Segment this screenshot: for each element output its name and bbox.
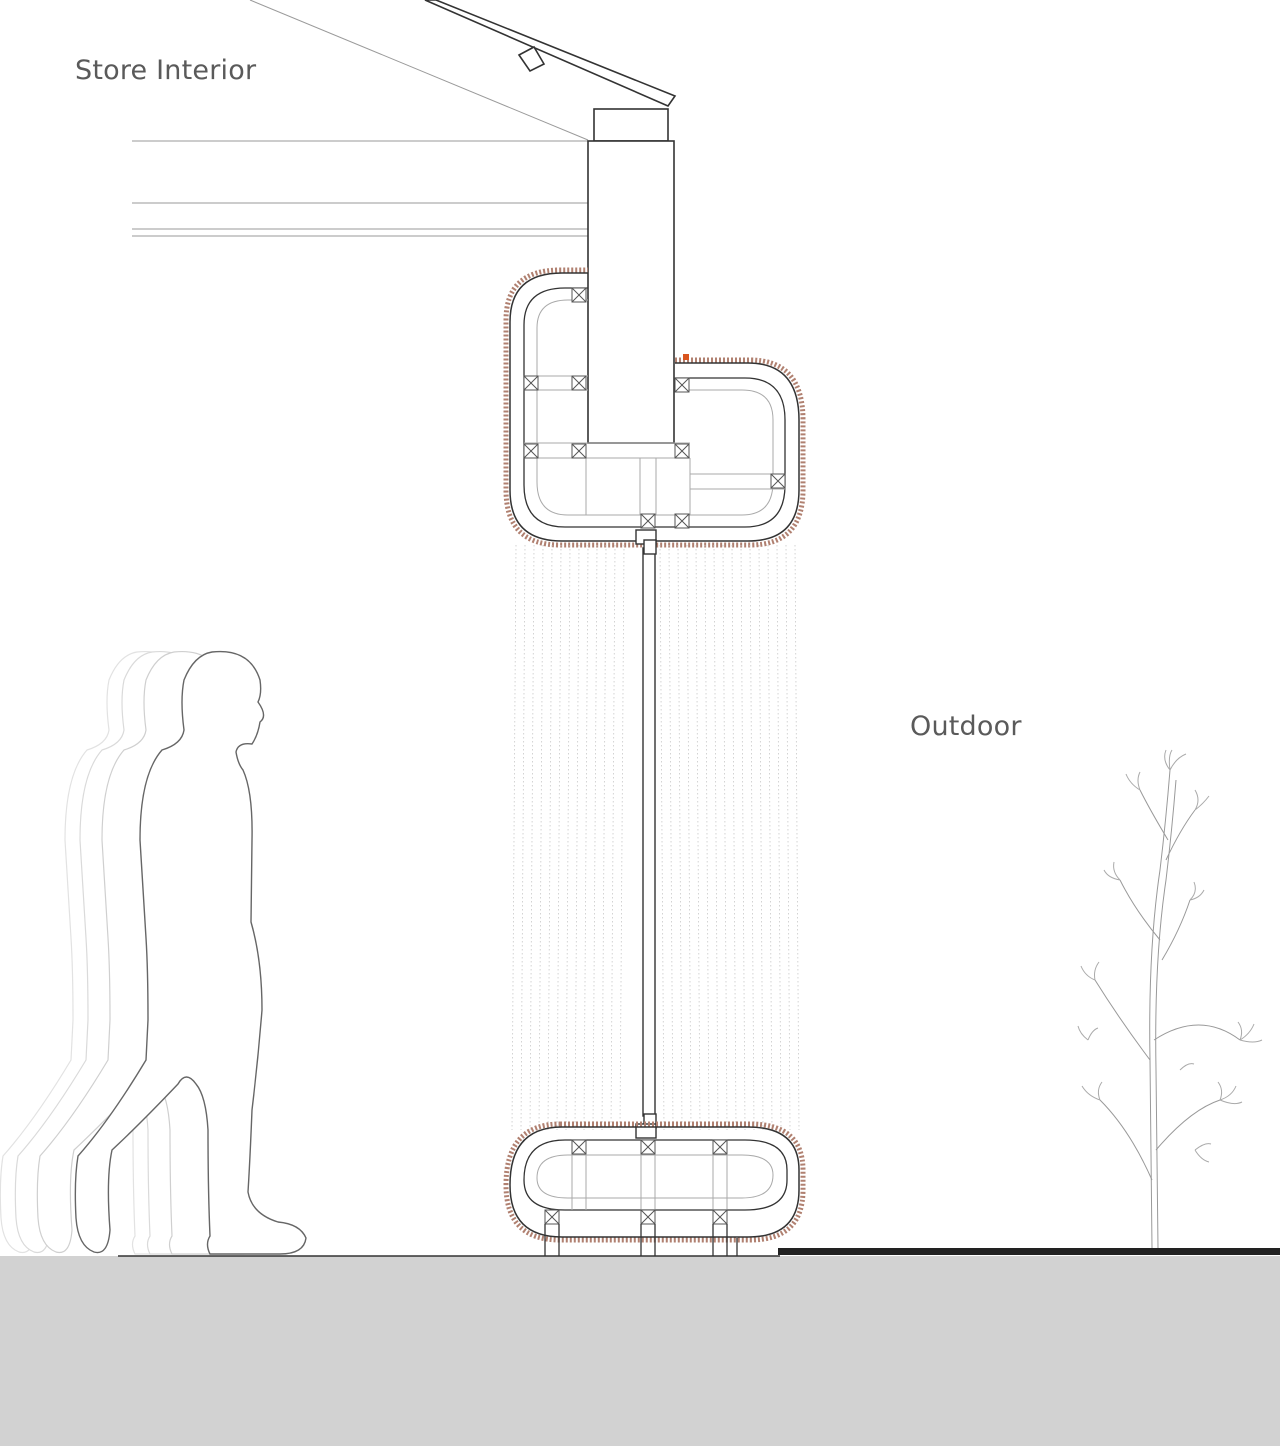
plant-illustration <box>1077 749 1263 1249</box>
accent-marker <box>683 354 689 360</box>
lower-cushion-frame <box>503 1121 806 1243</box>
awning-arm <box>424 0 677 142</box>
ground <box>0 1256 1280 1446</box>
ceiling-lines <box>132 0 589 237</box>
curtain-strands <box>511 544 800 1131</box>
outdoor-pavement <box>778 1248 1280 1255</box>
center-rod <box>635 529 657 1139</box>
lower-blocking <box>544 1139 728 1225</box>
mounting-post <box>587 140 675 444</box>
base-legs <box>544 1224 738 1256</box>
outdoor-label: Outdoor <box>910 711 1022 742</box>
ground-line <box>118 1248 1280 1257</box>
store-interior-label: Store Interior <box>75 55 257 86</box>
upper-blocking <box>523 287 786 529</box>
